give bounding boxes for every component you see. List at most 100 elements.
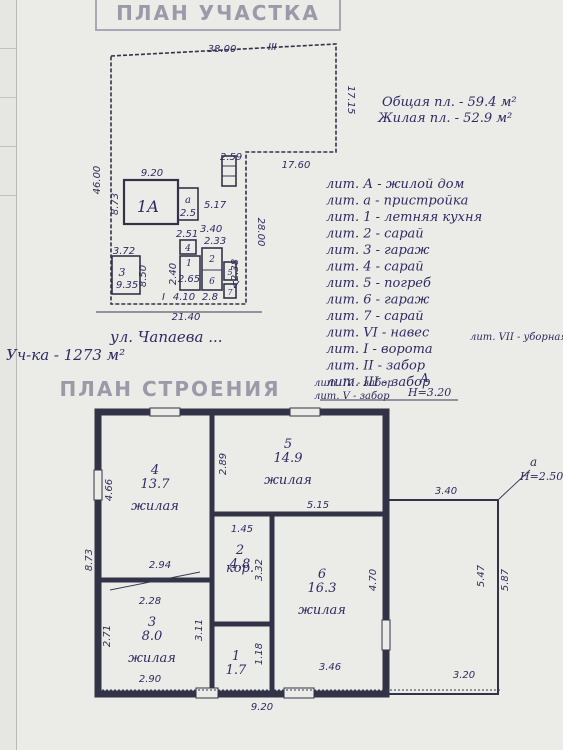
dim-2-94: 2.94 bbox=[149, 560, 171, 571]
dim-2-8: 2.8 bbox=[202, 292, 218, 303]
building-6-label: 6 bbox=[209, 277, 215, 287]
room-area: 16.3 bbox=[308, 581, 337, 596]
room-use: кор. bbox=[226, 561, 254, 576]
dim-2-51: 2.51 bbox=[176, 229, 198, 240]
room-number: 5 bbox=[284, 437, 292, 452]
site-plan-stamp: ПЛАН УЧАСТКА bbox=[116, 1, 320, 25]
legend-item: лит. I - ворота bbox=[326, 342, 433, 357]
legend-height: Н=3.20 bbox=[407, 386, 451, 399]
room-area: 13.7 bbox=[141, 477, 171, 492]
dim-3-40-annex: 3.40 bbox=[435, 486, 457, 497]
annex-lit-a bbox=[177, 187, 199, 221]
legend: лит. А - жилой дом лит. а - пристройка лит… bbox=[314, 177, 482, 402]
living-area: Жилая пл. - 52.9 м² bbox=[377, 111, 512, 126]
legend-item: лит. VI - навес bbox=[326, 326, 430, 341]
fence-mark-v: V bbox=[232, 280, 240, 291]
building-lit-1 bbox=[179, 255, 201, 291]
dim-3-46: 3.46 bbox=[319, 662, 341, 673]
house-outer-wall bbox=[94, 408, 390, 698]
legend-item: лит. 5 - погреб bbox=[326, 276, 431, 291]
dim-8-50: 8.50 bbox=[138, 265, 149, 287]
plot-boundary bbox=[110, 43, 337, 305]
room-use: жилая bbox=[128, 651, 176, 666]
site-plan-stamp-box bbox=[95, 0, 341, 31]
building-lit-4 bbox=[179, 239, 197, 255]
total-area: Общая пл. - 59.4 м² bbox=[382, 95, 517, 110]
dim-5-87: 5.87 bbox=[500, 568, 511, 591]
building-4-label: 4 bbox=[184, 244, 191, 254]
dim-9-20: 9.20 bbox=[251, 702, 273, 713]
left-margin-strip bbox=[0, 0, 17, 750]
dim-2-28: 2.28 bbox=[139, 596, 161, 607]
room-area: 4.8 bbox=[229, 557, 251, 572]
dim-right-step: 17.60 bbox=[282, 160, 311, 171]
dim-left-total: 8.73 bbox=[84, 549, 95, 571]
building-1-label: 1 bbox=[186, 259, 192, 269]
street-name: ул. Чапаева ... bbox=[109, 328, 223, 346]
building-5-label: 5 bbox=[227, 268, 232, 277]
dim-bottom: 21.40 bbox=[172, 312, 201, 323]
room-use: жилая bbox=[264, 473, 312, 488]
stair-line bbox=[109, 571, 201, 591]
room-area: 14.9 bbox=[274, 451, 303, 466]
dim-2-33: 2.33 bbox=[204, 236, 226, 247]
dim-2-38: 2.38 bbox=[230, 259, 241, 281]
room-number: 4 bbox=[150, 463, 159, 478]
legend-item: лит. а - пристройка bbox=[326, 194, 468, 209]
room-number: 1 bbox=[232, 649, 240, 664]
building-lit-2-6 bbox=[201, 247, 223, 291]
dim-1-45: 1.45 bbox=[231, 524, 253, 535]
dim-5-47: 5.47 bbox=[476, 564, 487, 587]
room-area: 1.7 bbox=[226, 663, 247, 678]
dim-annex-width: 2.5 bbox=[180, 208, 196, 219]
legend-item: лит. 2 - сарай bbox=[326, 227, 424, 242]
house-label: 1А bbox=[137, 197, 159, 216]
annex-walls bbox=[386, 499, 499, 695]
room-number: 3 bbox=[148, 615, 156, 630]
room-area: 8.0 bbox=[142, 629, 163, 644]
building-lit-7 bbox=[223, 283, 237, 299]
dim-house-width: 9.20 bbox=[141, 168, 163, 179]
building-lit-5 bbox=[223, 261, 237, 281]
dim-3-72: 3.72 bbox=[113, 246, 135, 257]
legend-item: лит. V - забор bbox=[314, 391, 390, 402]
legend-extra: лит. VII - уборная bbox=[470, 332, 563, 343]
dim-room4-height: 4.66 bbox=[104, 479, 115, 501]
building-lit-3 bbox=[111, 255, 141, 295]
room-number: 2 bbox=[235, 543, 244, 558]
legend-item: лит. А - жилой дом bbox=[326, 177, 464, 192]
dim-2-71: 2.71 bbox=[102, 625, 113, 647]
dim-annex-depth: 5.17 bbox=[204, 200, 227, 211]
dim-right-upper: 17.15 bbox=[345, 86, 356, 115]
dim-3-20-annex: 3.20 bbox=[453, 670, 475, 681]
legend-item: лит. 6 - гараж bbox=[326, 293, 430, 308]
dim-2-90: 2.90 bbox=[139, 674, 161, 685]
legend-item: лит. II - забор bbox=[326, 359, 426, 374]
dim-3-40: 3.40 bbox=[200, 224, 222, 235]
legend-letter: А bbox=[419, 371, 429, 385]
legend-item: лит. 7 - сарай bbox=[326, 309, 424, 324]
dim-2-40: 2.40 bbox=[168, 263, 179, 285]
building-7-label: 7 bbox=[227, 288, 233, 297]
dim-right-lower: 28.00 bbox=[255, 218, 266, 247]
building-2-label: 2 bbox=[208, 255, 215, 265]
dim-4-10: 4.10 bbox=[173, 292, 195, 303]
dim-4-70: 4.70 bbox=[368, 569, 379, 591]
plot-area: Уч-ка - 1273 м² bbox=[6, 346, 125, 364]
room-use: жилая bbox=[298, 603, 346, 618]
dim-top: 38.00 bbox=[208, 44, 237, 55]
dim-3-32: 3.32 bbox=[254, 559, 265, 581]
dim-9-35: 9.35 bbox=[116, 280, 138, 291]
dim-2-65: 2.65 bbox=[178, 274, 200, 285]
legend-item: лит. 4 - сарай bbox=[326, 260, 424, 275]
dim-left: 46.00 bbox=[92, 166, 103, 195]
dim-house-depth: 8.73 bbox=[110, 193, 121, 215]
room-number: 6 bbox=[318, 567, 326, 582]
dim-3-11: 3.11 bbox=[194, 619, 205, 641]
room-use: жилая bbox=[131, 499, 179, 514]
dim-2-59: 2.59 bbox=[220, 152, 242, 163]
dim-1-18: 1.18 bbox=[254, 643, 265, 665]
